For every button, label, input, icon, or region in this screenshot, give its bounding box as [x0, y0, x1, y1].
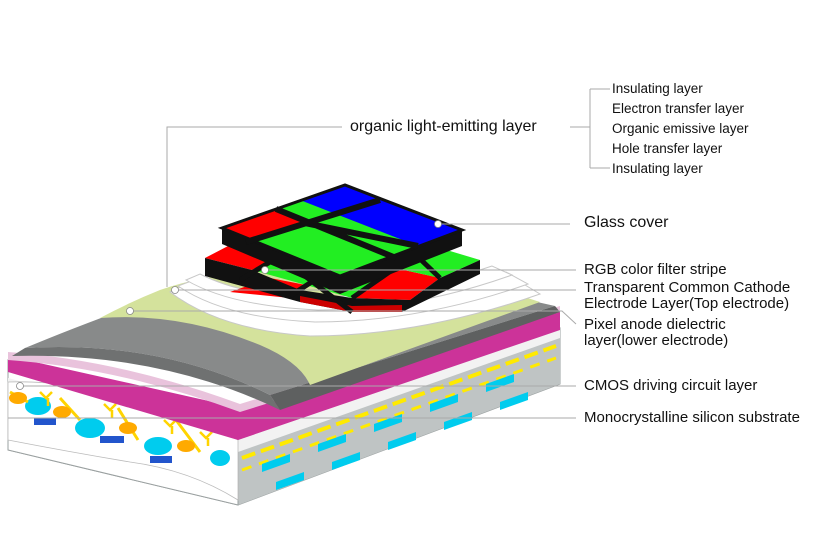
- leader-dots: [16, 220, 442, 390]
- sub-layer-insulating-bottom: Insulating layer: [612, 161, 703, 176]
- anode-label-line2: layer(lower electrode): [584, 332, 729, 349]
- sub-layer-organic-emissive: Organic emissive layer: [612, 121, 749, 136]
- leader-lines: [8, 88, 610, 419]
- rgb-filter-label: RGB color filter stripe: [584, 261, 727, 278]
- cathode-label-line1: Transparent Common Cathode: [584, 279, 791, 296]
- glass-cover: [217, 183, 467, 294]
- sub-layer-hole-transfer: Hole transfer layer: [612, 141, 723, 156]
- cmos-label: CMOS driving circuit layer: [584, 377, 758, 394]
- substrate-label: Monocrystalline silicon substrate: [584, 409, 800, 426]
- sub-layer-insulating-top: Insulating layer: [612, 81, 703, 96]
- glass-cover-label: Glass cover: [584, 214, 669, 231]
- sub-layer-list: Insulating layer Electron transfer layer…: [612, 79, 749, 179]
- sub-layer-electron-transfer: Electron transfer layer: [612, 101, 745, 116]
- anode-label-line1: Pixel anode dielectric: [584, 316, 726, 333]
- cathode-label-line2: Electrode Layer(Top electrode): [584, 295, 790, 312]
- organic-layer-label: organic light-emitting layer: [350, 118, 537, 135]
